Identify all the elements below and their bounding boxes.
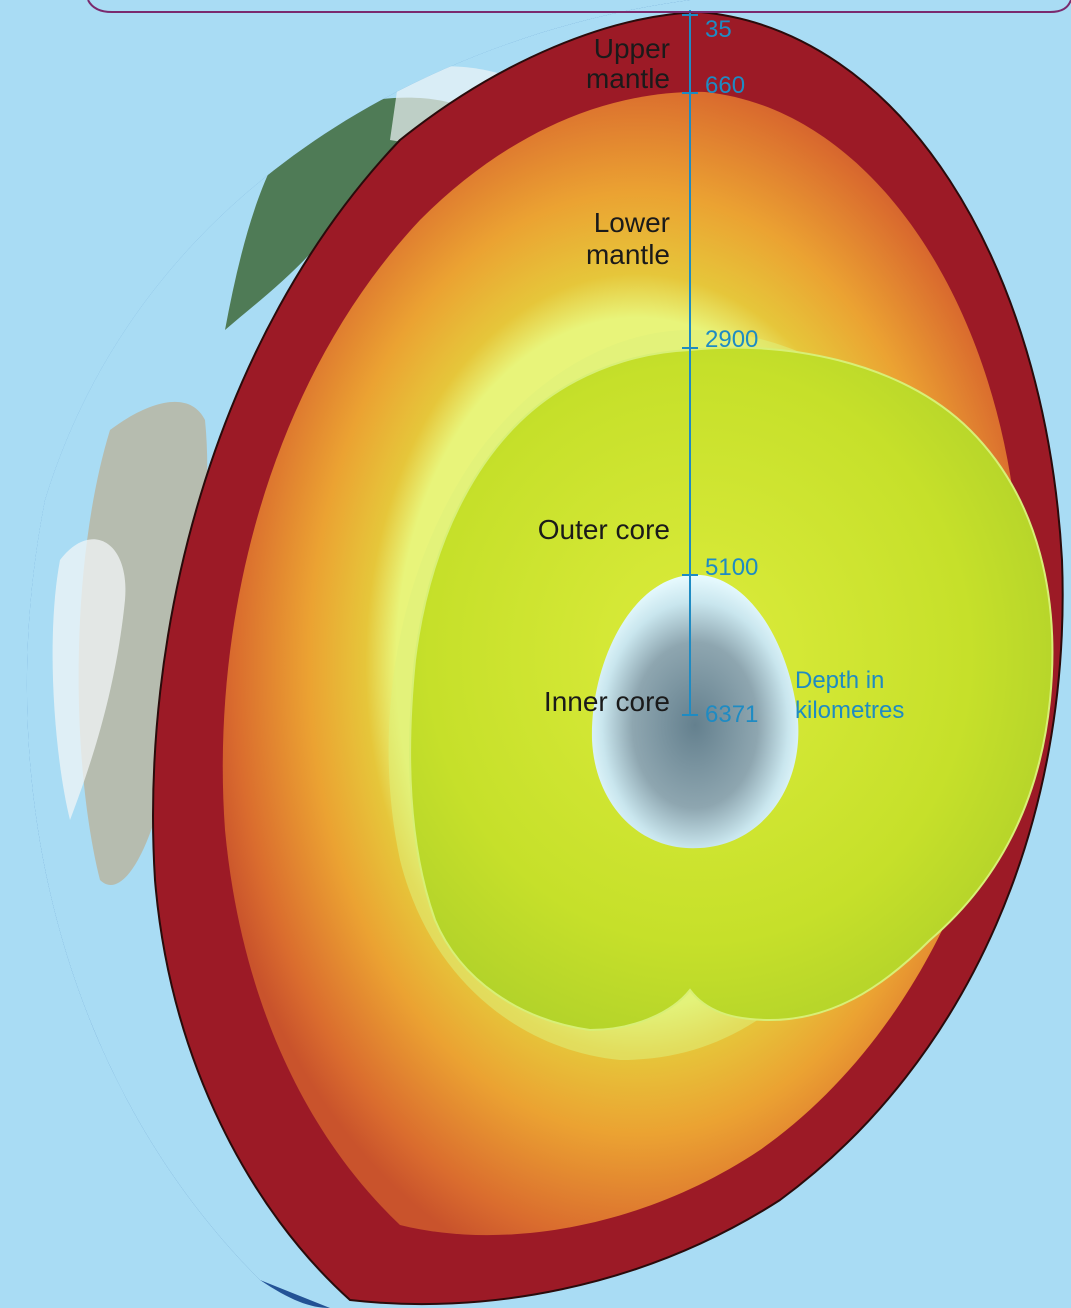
depth-label-5100: 5100 [705,554,758,581]
cloud-cover [52,539,126,820]
depth-label-2900: 2900 [705,326,758,353]
label-lower-mantle-line1: Lower [594,207,670,238]
depth-ticks [682,14,698,716]
depth-label-660: 660 [705,72,745,99]
depth-label-35: 35 [705,16,732,43]
legend-line2: kilometres [795,697,904,724]
depth-label-6371: 6371 [705,701,758,728]
label-upper-mantle-line1: Upper [594,33,670,64]
legend-line1: Depth in [795,667,884,694]
continent-africa [78,401,208,885]
top-panel-edge [87,0,1071,13]
inner-core [591,574,799,849]
label-upper-mantle-line2: mantle [586,63,670,94]
label-lower-mantle-line2: mantle [586,239,670,270]
label-outer-core: Outer core [538,514,670,545]
label-inner-core: Inner core [544,686,670,717]
